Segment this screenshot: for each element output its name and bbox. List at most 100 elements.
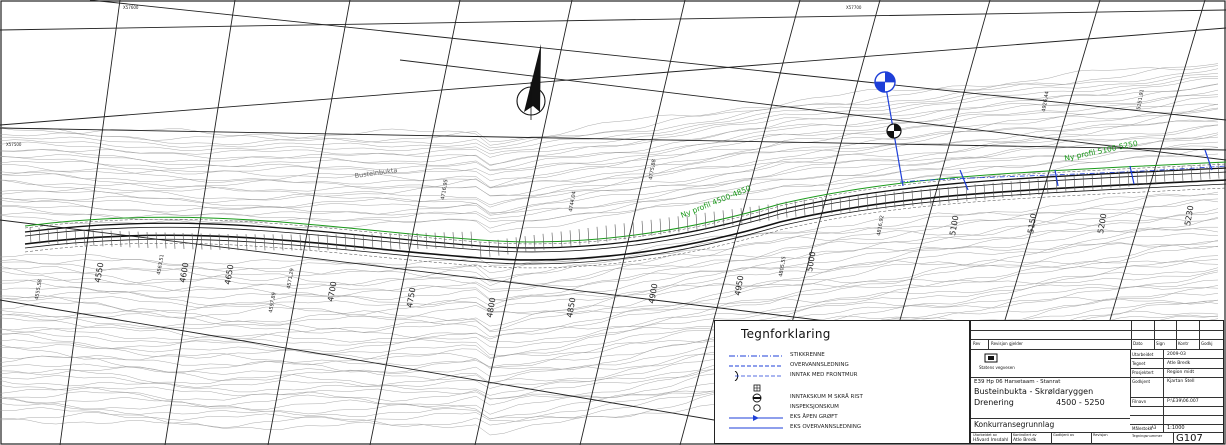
contour-line (0, 193, 1219, 274)
cross-section-tick (956, 186, 959, 203)
cross-section-tick (524, 236, 527, 253)
cross-section-tick (299, 234, 302, 251)
cross-section-tick (1208, 163, 1211, 180)
cross-section-tick (785, 201, 788, 218)
cross-section-tick (461, 231, 464, 248)
cross-section-ticks (29, 162, 1220, 259)
contour-line (0, 259, 1219, 338)
cross-section-tick (218, 233, 221, 250)
cross-section-tick (344, 234, 347, 251)
sheet-number: G107 (1176, 433, 1203, 444)
cross-section-tick (686, 215, 689, 232)
footer-value: Atle Bredk (1013, 438, 1037, 443)
cross-section-tick (803, 199, 806, 216)
contour-label: 4800 (485, 297, 497, 319)
footer-label: Utarbeidet av (973, 433, 997, 437)
legend-item: STIKKRENNE (727, 351, 967, 361)
cross-section-tick (173, 232, 176, 249)
cross-section-tick (857, 194, 860, 212)
cross-section-tick (164, 232, 167, 249)
cross-section-tick (452, 232, 455, 249)
region-label: Prosjektert (1132, 370, 1154, 375)
contour-line (0, 76, 1219, 155)
cross-section-tick (272, 234, 275, 251)
contour-line (0, 68, 1219, 149)
cross-section-tick (119, 230, 122, 248)
cross-section-tick (443, 232, 446, 249)
cross-section-tick (929, 188, 932, 205)
contour-label: 5230 (1183, 205, 1195, 227)
cross-section-tick (515, 237, 518, 254)
cross-section-tick (83, 229, 86, 246)
cross-section-tick (65, 228, 68, 245)
drawn-label: Tegnet (1132, 361, 1146, 366)
cross-section-tick (290, 234, 293, 251)
cross-section-tick (416, 232, 419, 250)
footer-label: Revisjon (1093, 433, 1108, 437)
contour-line (0, 279, 1219, 358)
cross-section-tick (587, 227, 590, 245)
survey-point-icon (886, 123, 902, 139)
cross-section-tick (677, 216, 680, 233)
cross-section-tick (506, 238, 509, 255)
cross-section-tick (74, 229, 77, 246)
cross-section-tick (938, 187, 941, 204)
cross-section-tick (56, 228, 59, 245)
cross-section-tick (263, 234, 266, 251)
contour-line (0, 119, 1219, 197)
cross-section-tick (632, 222, 635, 239)
contour-line (0, 78, 1219, 158)
culvert-line-icon (729, 355, 783, 357)
cross-section-tick (353, 234, 356, 251)
cross-section-tick (1028, 179, 1031, 196)
station-label: 4597,89 (268, 292, 278, 313)
existing-storm-line-icon (729, 427, 783, 429)
contour-line (0, 134, 1219, 216)
cross-section-tick (947, 186, 950, 203)
cross-section-tick (1001, 181, 1004, 199)
station-label: 4805,55 (778, 256, 788, 277)
cross-section-tick (758, 205, 761, 222)
station-label: 4775,88 (648, 159, 658, 180)
cross-section-tick (713, 211, 716, 228)
legend-label: INNTAK MED FRONTMUR (790, 372, 858, 378)
cross-section-tick (1190, 164, 1193, 182)
grid-label: X57500 (6, 142, 22, 147)
legend-item: OVERVANNSLEDNING (727, 361, 967, 371)
cross-section-tick (614, 224, 617, 241)
cross-section-tick (830, 197, 833, 214)
cross-section-tick (155, 232, 158, 249)
cross-section-tick (992, 182, 995, 199)
cross-section-tick (434, 232, 437, 249)
scale-value: 1:1000 (1167, 425, 1185, 431)
contour-label: 4600 (178, 262, 190, 284)
cross-section-tick (866, 194, 869, 211)
legend-label: STIKKRENNE (790, 352, 825, 358)
cross-section-tick (776, 203, 779, 220)
cross-section-tick (254, 234, 257, 251)
contour-line (0, 240, 1219, 327)
contour-label: 5150 (1026, 213, 1038, 235)
cross-section-tick (1109, 172, 1112, 189)
contour-line (0, 119, 1219, 197)
drawn-value: Atle Bredk (1167, 361, 1191, 366)
cross-section-tick (1118, 171, 1121, 188)
cross-section-tick (1136, 169, 1139, 186)
legend-label: INSPEKSJONSKUM (790, 404, 839, 410)
rev-header: Revisjon gjelder (991, 341, 1023, 346)
legend-item: EKS OVERVANNSLEDNING (727, 423, 967, 433)
contour-line (0, 65, 1219, 146)
cross-section-tick (92, 229, 95, 247)
legend-item: INSPEKSJONSKUM (727, 403, 967, 413)
footer-label: Godkjent av (1053, 433, 1075, 437)
cross-section-tick (371, 233, 374, 250)
cross-section-tick (191, 233, 194, 250)
footer-value: Håvard Imsdahl (973, 438, 1009, 443)
cross-section-tick (29, 227, 32, 244)
approved-label: Godkjent (1132, 379, 1151, 384)
cross-section-tick (425, 232, 428, 249)
cross-section-tick (182, 232, 185, 250)
cross-section-tick (848, 195, 851, 212)
cross-section-tick (389, 233, 392, 250)
